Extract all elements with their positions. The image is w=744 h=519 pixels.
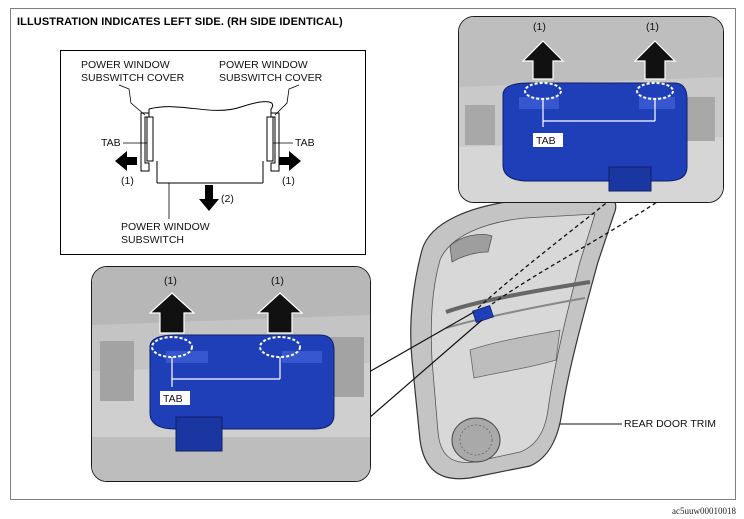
callout-left-step-a: (1): [164, 275, 177, 287]
arrow-right: [279, 151, 301, 171]
cover-right-label-1: POWER WINDOW: [219, 59, 308, 71]
callout-left-photo: [92, 267, 370, 481]
callout-right-photo: [459, 17, 723, 202]
tab-right-label: TAB: [295, 137, 315, 149]
callout-right-step-b: (1): [646, 21, 659, 33]
callout-right-tab: TAB: [536, 135, 556, 147]
callout-left-step-b: (1): [271, 275, 284, 287]
switch-body-outline: [148, 101, 274, 111]
cover-left-bracket: [140, 112, 150, 172]
step-right-label: (1): [282, 175, 295, 187]
tab-circle-left: [151, 336, 193, 358]
door-switch-marker: [472, 305, 494, 323]
tab-circle-right: [259, 336, 301, 358]
arrow-left: [115, 151, 137, 171]
cover-left-label-2: SUBSWITCH COVER: [81, 72, 185, 84]
switch-label-2: SUBSWITCH: [121, 234, 184, 246]
zoom-callout-right: (1) (1) TAB: [458, 16, 724, 203]
cover-right-bracket: [270, 112, 280, 172]
figure-code: ac5uuw00010018: [672, 506, 736, 516]
schematic-panel: POWER WINDOW SUBSWITCH COVER POWER WINDO…: [60, 50, 366, 255]
tab-left-label: TAB: [101, 137, 121, 149]
door-trim-label: REAR DOOR TRIM: [624, 418, 716, 430]
callout-right-step-a: (1): [533, 21, 546, 33]
step-down-label: (2): [221, 193, 234, 205]
cover-right-label-2: SUBSWITCH COVER: [219, 72, 323, 84]
speaker-grille: [451, 417, 501, 463]
figure-title: ILLUSTRATION INDICATES LEFT SIDE. (RH SI…: [17, 16, 343, 28]
arrow-up-b: [633, 40, 677, 80]
schematic-drawing: [115, 84, 301, 219]
step-left-label: (1): [121, 175, 134, 187]
arrow-up-a: [521, 40, 565, 80]
switch-label-1: POWER WINDOW: [121, 221, 210, 233]
arrow-down: [199, 185, 219, 211]
zoom-callout-left: (1) (1) TAB: [91, 266, 371, 482]
callout-left-tab: TAB: [163, 393, 183, 405]
cover-left-label-1: POWER WINDOW: [81, 59, 170, 71]
arrow-up-a: [148, 292, 196, 334]
arrow-up-b: [256, 292, 304, 334]
